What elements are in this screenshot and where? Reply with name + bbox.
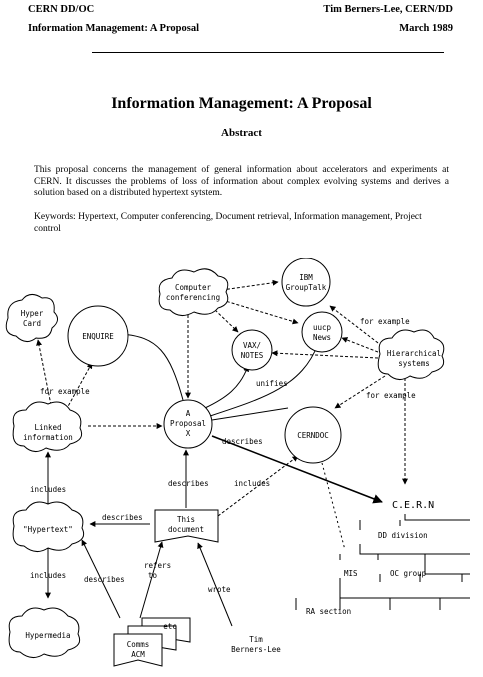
node-comms-label-1: Comms: [127, 640, 150, 649]
node-hypertext-cloud: [12, 501, 85, 552]
label-for-example-1: for example: [360, 317, 410, 326]
label-unifies: unifies: [256, 379, 288, 388]
node-uucp-label-1: uucp: [313, 323, 332, 332]
edge-thisdoc-to-cerndoc: [217, 455, 299, 517]
node-thisdoc-label-1: This: [177, 515, 195, 524]
paper-title: Information Management: A Proposal: [111, 95, 372, 112]
node-proposal-label-1: A: [186, 409, 191, 418]
node-proposal-label-3: X: [186, 429, 191, 438]
node-thisdoc-box: [154, 509, 219, 543]
node-ibm-label-1: IBM: [299, 273, 313, 282]
edge-unifies-to-uucp: [209, 343, 319, 417]
node-linked-cloud: [12, 401, 83, 452]
node-tim-label-2: Berners-Lee: [231, 645, 281, 654]
node-cerndoc-label: CERNDOC: [297, 431, 329, 440]
edge-computer-to-vax: [214, 309, 239, 333]
node-hypercard-label-2: Card: [23, 319, 41, 328]
edge-proposal-to-cern: [211, 435, 383, 504]
edge-computer-to-uucp: [221, 299, 299, 325]
node-proposal-label-2: Proposal: [170, 419, 206, 428]
label-includes-3: includes: [30, 571, 66, 580]
edge-proposal-to-enquire: [119, 331, 184, 401]
label-wrote: wrote: [208, 585, 231, 594]
edge-unifies: [211, 407, 289, 421]
node-tim-label-1: Tim: [249, 635, 263, 644]
edge-etc-to-hypertext: [81, 539, 121, 619]
node-dd-label: DD division: [378, 531, 428, 540]
node-ibm-label-2: GroupTalk: [286, 283, 327, 292]
abstract-heading: Abstract: [221, 127, 262, 139]
node-comms-label-2: ACM: [131, 650, 145, 659]
node-hypercard-cloud: [5, 294, 58, 342]
label-for-example-3: for example: [40, 387, 90, 396]
label-describes-3: describes: [102, 513, 143, 522]
edge-hier-to-uucp: [341, 337, 379, 353]
label-to: to: [148, 571, 158, 580]
edge-linked-to-enquire: [65, 362, 93, 411]
node-ra-label: RA section: [306, 607, 351, 616]
header-author: Tim Berners-Lee, CERN/DD: [323, 4, 453, 15]
node-hypertext-label: "Hypertext": [23, 525, 73, 534]
node-etc-label: etc: [163, 622, 177, 631]
node-doc-stack-1: [113, 633, 163, 667]
edge-computer-to-ibm: [221, 279, 279, 291]
abstract-text: This proposal concerns the management of…: [34, 165, 449, 198]
label-describes-4: describes: [84, 575, 125, 584]
edge-cerndoc-to-mis: [321, 462, 346, 551]
label-for-example-2: for example: [366, 391, 416, 400]
label-includes-2: includes: [30, 485, 66, 494]
proposal-diagram: Hyper Card ENQUIRE Computer conferencing…: [5, 258, 470, 667]
node-vax-circle: [231, 329, 273, 371]
label-includes-1: includes: [234, 479, 270, 488]
node-computer-label-2: conferencing: [166, 293, 220, 302]
node-thisdoc-label-2: document: [168, 525, 204, 534]
header-org: CERN DD/OC: [28, 4, 95, 15]
label-refers: refers: [144, 561, 171, 570]
node-uucp-label-2: News: [313, 333, 331, 342]
header-date: March 1989: [399, 23, 453, 34]
header-rule: [92, 52, 444, 53]
node-cerndoc-circle: [284, 406, 342, 464]
edge-tim-to-thisdoc: [197, 542, 233, 627]
node-linked-label-1: Linked: [34, 423, 61, 432]
org-tree: [295, 514, 470, 610]
node-computer-cloud: [158, 268, 229, 316]
node-uucp-circle: [301, 311, 343, 353]
label-describes-1: describes: [222, 437, 263, 446]
node-hypermedia-label: Hypermedia: [25, 631, 70, 640]
node-computer-label-1: Computer: [175, 283, 212, 292]
node-hypercard-label-1: Hyper: [21, 309, 44, 318]
node-hypermedia-cloud: [8, 607, 81, 658]
edge-linked-to-hypercard: [36, 339, 53, 411]
node-vax-label-2: NOTES: [241, 351, 264, 360]
node-proposal-circle: [163, 399, 213, 449]
node-hierarchical-label-2: systems: [398, 359, 430, 368]
node-ibm-circle: [281, 258, 331, 307]
node-vax-label-1: VAX/: [243, 341, 261, 350]
edge-hier-to-ibm: [329, 305, 383, 347]
label-describes-2: describes: [168, 479, 209, 488]
header-doc-title: Information Management: A Proposal: [28, 23, 200, 34]
edge-etc-to-thisdoc: [139, 541, 164, 619]
node-hierarchical-cloud: [377, 329, 445, 380]
node-enquire-label: ENQUIRE: [82, 332, 114, 341]
diagram-edges: [36, 279, 408, 627]
node-hierarchical-label-1: Hierarchical: [387, 349, 441, 358]
keywords: Keywords: Hypertext, Computer conferenci…: [34, 212, 422, 234]
node-oc-label: OC group: [390, 569, 427, 578]
edge-proposal-to-vax: [204, 365, 249, 409]
node-cern-label: C.E.R.N: [392, 500, 434, 511]
node-linked-label-2: information: [23, 433, 73, 442]
node-mis-label: MIS: [344, 569, 358, 578]
node-enquire-circle: [67, 305, 129, 367]
edge-hier-to-vax: [271, 350, 379, 359]
